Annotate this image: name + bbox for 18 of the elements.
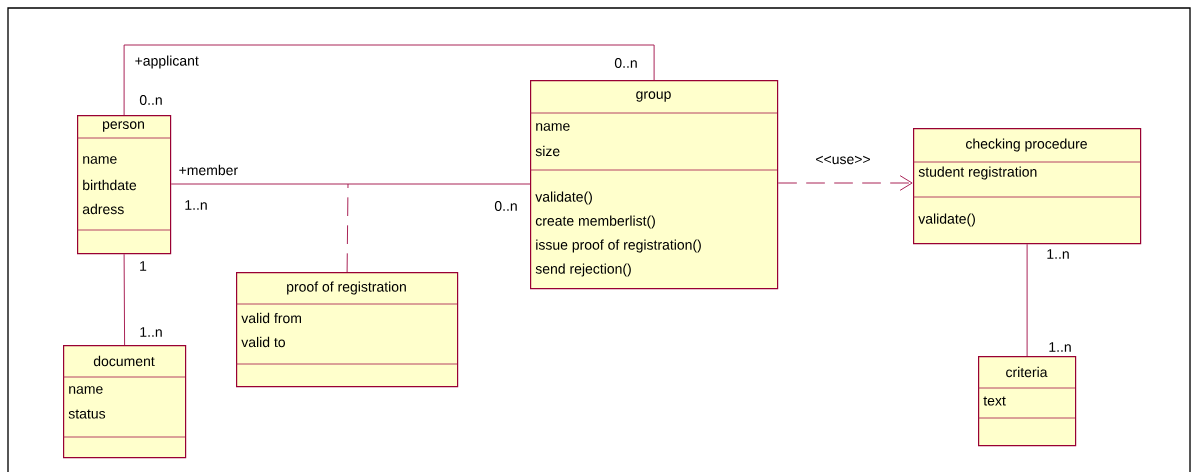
class-box: document name status <box>62 345 187 459</box>
association-line <box>123 253 126 346</box>
role-label: <<use>> <box>816 155 870 165</box>
class-box: proof of registration valid from valid to <box>235 272 459 388</box>
class-box: checking procedure student registration validate() <box>912 128 1142 245</box>
association-line <box>123 44 655 116</box>
role-label: +member <box>179 164 238 176</box>
multiplicity-label: 1..n <box>185 200 207 210</box>
dependency-arrow <box>777 175 913 191</box>
association-line <box>170 183 531 185</box>
dashed-line <box>346 183 349 273</box>
class-box: person name birthdate adress <box>76 115 172 255</box>
class-box: group name size validate() create memberlist() issue proof of registration() send rejection() <box>529 80 779 290</box>
multiplicity-label: 0..n <box>494 201 517 211</box>
multiplicity-label: 0..n <box>614 58 637 68</box>
association-line <box>1026 243 1028 357</box>
role-label: +applicant <box>135 55 199 69</box>
class-box: criteria text <box>977 356 1077 447</box>
